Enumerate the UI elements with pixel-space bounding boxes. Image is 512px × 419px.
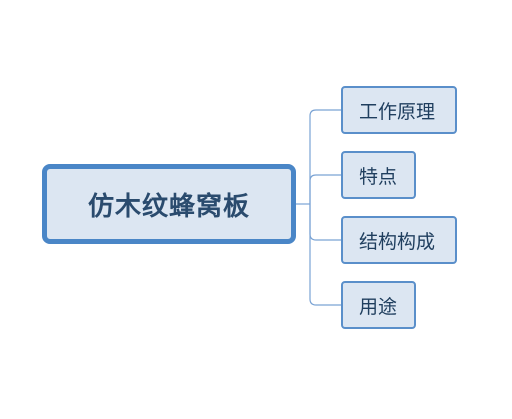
subtopic-label: 用途: [359, 295, 398, 318]
subtopic-label: 结构构成: [359, 230, 436, 253]
subtopic-node-features[interactable]: 特点: [341, 151, 416, 199]
connector-to-node-0: [309, 109, 341, 204]
subtopic-label: 特点: [359, 165, 398, 188]
subtopic-node-uses[interactable]: 用途: [341, 281, 416, 329]
root-topic-label: 仿木纹蜂窝板: [87, 191, 250, 222]
subtopic-node-structure[interactable]: 结构构成: [341, 216, 457, 264]
subtopic-label: 工作原理: [359, 100, 436, 123]
root-topic-node[interactable]: 仿木纹蜂窝板: [42, 164, 296, 244]
subtopic-node-working-principle[interactable]: 工作原理: [341, 86, 457, 134]
connector-to-node-2: [309, 204, 341, 241]
connector-to-node-3: [309, 204, 341, 306]
connector-to-node-1: [309, 174, 341, 204]
